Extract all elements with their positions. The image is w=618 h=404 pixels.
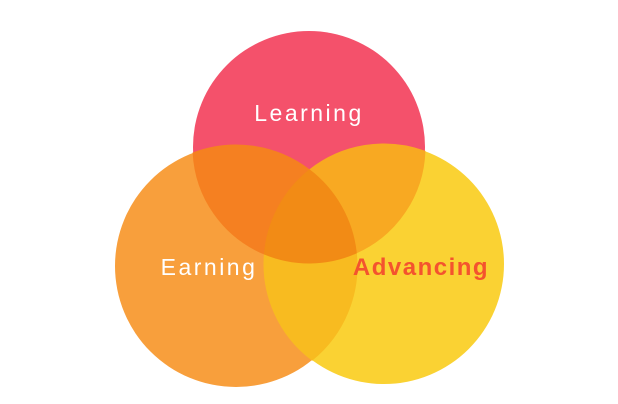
label-earning: Earning [161,254,258,280]
label-learning: Learning [254,100,364,126]
label-advancing: Advancing [353,254,489,281]
overlap-center [263,169,357,264]
